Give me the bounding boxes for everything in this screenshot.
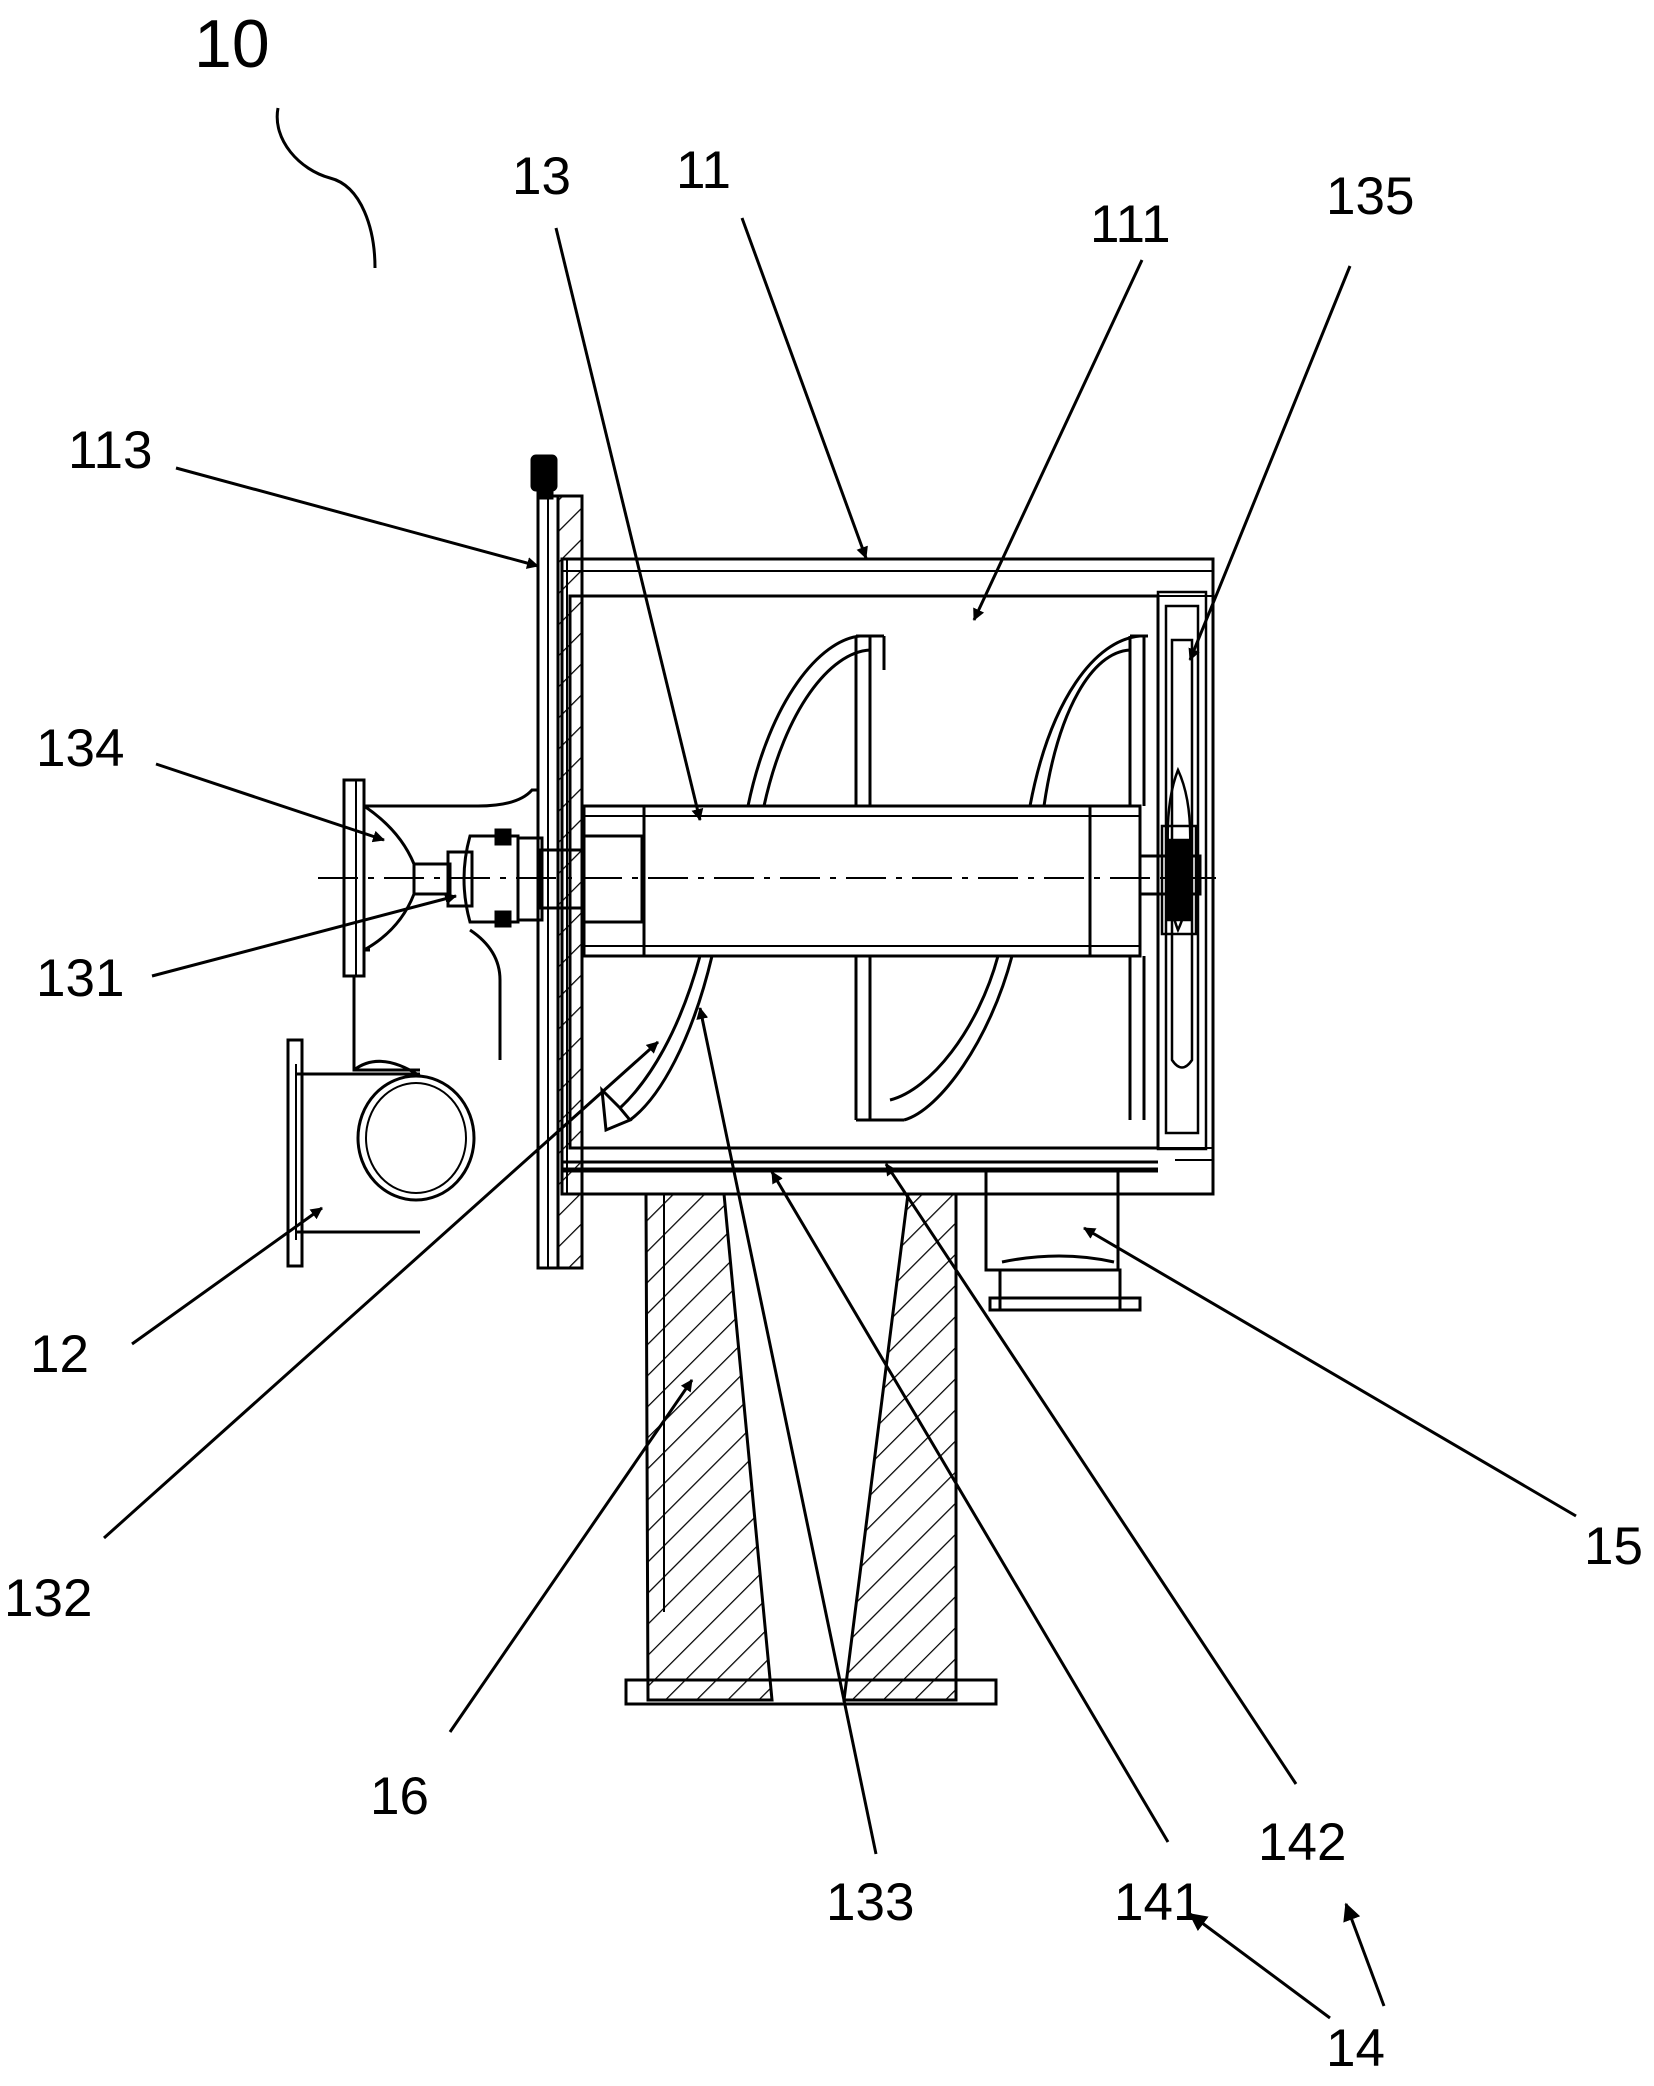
drum-end-right (1088, 804, 1142, 958)
leader-111 (972, 259, 1144, 621)
label-14: 14 (1326, 2019, 1385, 2078)
base-plate (624, 1678, 998, 1706)
label-131: 131 (36, 949, 125, 1008)
drum-end-left (582, 804, 646, 958)
right-bearing-block (1166, 838, 1192, 922)
label-133: 133 (826, 1873, 915, 1932)
leader-16 (448, 1379, 694, 1733)
label-15: 15 (1584, 1517, 1643, 1576)
shaft-right-stub (1138, 854, 1202, 896)
screw-blades (600, 634, 1148, 1133)
leader-14-to-142 (1343, 1902, 1386, 2007)
seal-block-bottom (494, 910, 512, 928)
label-13: 13 (512, 147, 571, 206)
leader-lines (102, 217, 1577, 2020)
label-11: 11 (676, 141, 732, 200)
leader-132 (102, 1040, 660, 1540)
housing-inner-chamber (568, 594, 1160, 1150)
label-111: 111 (1090, 195, 1171, 254)
left-hub (412, 828, 644, 928)
shaft-drum (582, 804, 1202, 958)
leader-12 (131, 1206, 323, 1346)
leader-11 (740, 217, 868, 559)
leader-13 (554, 227, 704, 821)
air-inlet (286, 928, 502, 1268)
outlet (984, 1168, 1142, 1312)
label-132: 132 (4, 1569, 93, 1628)
leader-135 (1188, 265, 1352, 661)
reference-squiggle (275, 107, 377, 269)
figure-main-ref: 10 (194, 6, 270, 82)
leader-141 (770, 1171, 1170, 1843)
label-12: 12 (30, 1325, 89, 1384)
support-leg-right (842, 1192, 958, 1702)
leader-133 (696, 1007, 878, 1855)
label-134: 134 (36, 719, 125, 778)
leader-134 (155, 762, 385, 843)
leader-15 (1083, 1226, 1577, 1518)
flange-plate (530, 454, 584, 1270)
leader-131 (151, 892, 457, 978)
lifting-knob (530, 454, 558, 492)
label-142: 142 (1258, 1813, 1347, 1872)
label-141: 141 (1114, 1873, 1203, 1932)
support-legs (624, 1192, 998, 1706)
leader-113 (175, 466, 539, 569)
seal-block-top (494, 828, 512, 846)
label-16: 16 (370, 1767, 429, 1826)
leader-14-to-141 (1188, 1912, 1331, 2020)
support-leg-left (644, 1192, 774, 1702)
end-bearing-housing (1156, 590, 1208, 1151)
drum-body (582, 804, 1142, 958)
label-113: 113 (68, 421, 153, 480)
label-135: 135 (1326, 167, 1415, 226)
leader-142 (884, 1163, 1298, 1785)
